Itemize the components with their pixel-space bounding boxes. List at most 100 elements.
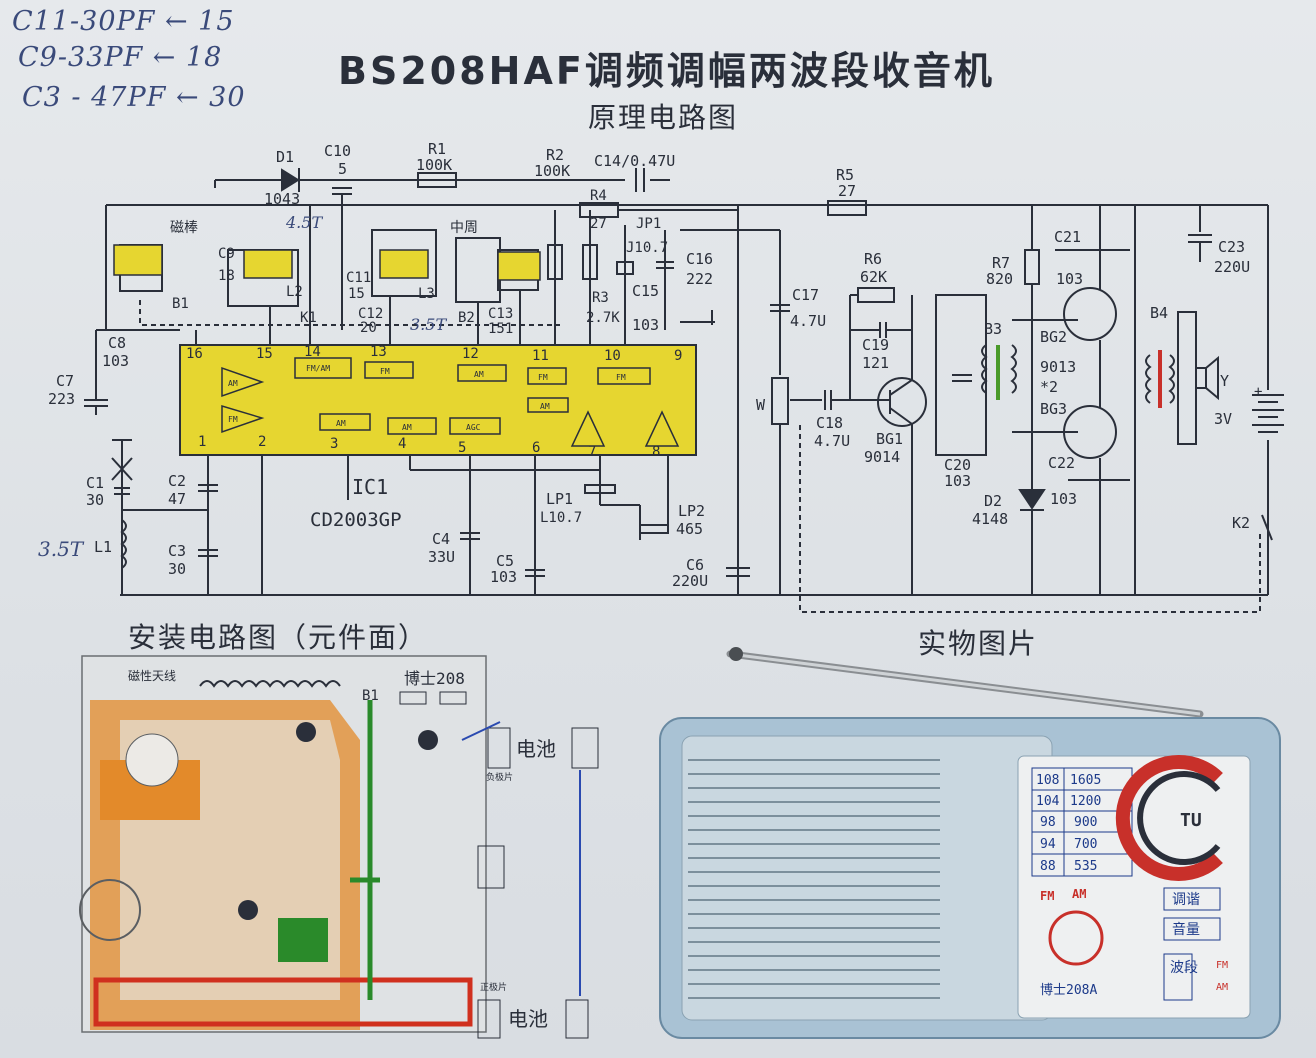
label-c10: C10 (324, 142, 351, 160)
ic-pin: 5 (458, 440, 466, 456)
label-r3-value: 2.7K (586, 310, 620, 326)
tu-logo: TU (1180, 810, 1202, 831)
ic-pin: 4 (398, 436, 406, 452)
label-speaker: Y (1220, 372, 1229, 390)
svg-text:AM: AM (336, 419, 346, 428)
svg-text:AM: AM (228, 379, 238, 388)
label-c9: C9 (218, 246, 235, 262)
label-bg3: BG3 (1040, 400, 1067, 418)
label-r4-value: 27 (590, 216, 607, 232)
label-d1: D1 (276, 148, 294, 166)
svg-text:FM: FM (616, 373, 626, 382)
label-c7-value: 223 (48, 390, 75, 408)
label-c9-value: 18 (218, 268, 235, 284)
svg-text:AM: AM (1216, 982, 1228, 993)
ic-pin: 14 (304, 344, 321, 360)
radio-dial-scale: 108 1605 104 1200 98 900 94 700 88 535 (1031, 767, 1133, 877)
handwritten-note-c9: C9-33PF ← 18 (18, 42, 223, 73)
label-r1-value: 100K (416, 156, 452, 174)
radio-antenna (726, 647, 1204, 718)
label-c12: C12 (358, 306, 383, 322)
ic-pin: 13 (370, 344, 387, 360)
brand-label: 博士208A (1040, 983, 1097, 998)
label-c5: C5 (496, 552, 514, 570)
label-c13-value: 151 (488, 321, 513, 337)
fm-logo: FM (1040, 889, 1054, 903)
label-bg23-count: *2 (1040, 378, 1058, 396)
label-c18-value: 4.7U (814, 432, 850, 450)
label-l1: L1 (94, 538, 112, 556)
label-c14: C14/0.47U (594, 152, 675, 170)
label-c3: C3 (168, 542, 186, 560)
ic-internal-blocks: FM/AM FM AM FM FM AM FM AM AM AGC AM (228, 364, 626, 432)
label-ic1: IC1 (352, 475, 388, 499)
handwritten-l1-turns: 3.5T (38, 537, 85, 561)
label-lp2: LP2 (678, 502, 705, 520)
svg-text:正极片: 正极片 (480, 981, 507, 993)
label-c5-value: 103 (490, 568, 517, 586)
label-c2: C2 (168, 472, 186, 490)
radio-speaker-grille (688, 759, 940, 999)
dial-am-value: 900 (1074, 815, 1097, 830)
svg-text:+: + (1254, 384, 1262, 400)
label-c4: C4 (432, 530, 450, 548)
label-c2-value: 47 (168, 490, 186, 508)
label-battery: 3V (1214, 410, 1232, 428)
label-c11: C11 (346, 270, 371, 286)
label-c3-value: 30 (168, 560, 186, 578)
label-c17-value: 4.7U (790, 312, 826, 330)
svg-text:波段: 波段 (1170, 960, 1198, 976)
label-c6-value: 220U (672, 572, 708, 590)
label-r7-value: 820 (986, 270, 1013, 288)
dial-fm-value: 104 (1036, 794, 1060, 809)
label-c20-value: 103 (944, 472, 971, 490)
label-w: W (756, 396, 766, 414)
label-c7: C7 (56, 372, 74, 390)
svg-text:AGC: AGC (466, 423, 481, 432)
label-d2: D2 (984, 492, 1002, 510)
label-lp2-value: 465 (676, 520, 703, 538)
dial-am-value: 1605 (1070, 773, 1101, 788)
label-b4: B4 (1150, 304, 1168, 322)
handwritten-note-c3: C3 - 47PF ← 30 (22, 82, 246, 113)
ic-pin-numbers: 16 15 14 13 12 11 10 9 1 2 3 4 5 6 7 8 (186, 344, 682, 460)
label-bg1: BG1 (876, 430, 903, 448)
handwritten-note-c11: C11-30PF ← 15 (12, 6, 235, 37)
label-r6-value: 62K (860, 268, 887, 286)
label-r3: R3 (592, 290, 609, 306)
page-subtitle: 原理电路图 (588, 101, 739, 134)
label-c11-value: 15 (348, 286, 365, 302)
ic-pin: 2 (258, 434, 266, 450)
label-c8: C8 (108, 334, 126, 352)
label-k2: K2 (1232, 514, 1250, 532)
label-c22-value: 103 (1050, 490, 1077, 508)
svg-text:FM: FM (1216, 960, 1228, 971)
label-c6: C6 (686, 556, 704, 574)
band-switch (1163, 953, 1193, 1001)
label-jp1: JP1 (636, 216, 661, 232)
svg-text:AM: AM (474, 370, 484, 379)
ic-pin: 12 (462, 346, 479, 362)
svg-text:B1: B1 (362, 688, 379, 704)
label-c16: C16 (686, 250, 713, 268)
label-c1-value: 30 (86, 491, 104, 509)
ic-pin: 10 (604, 348, 621, 364)
ic-pin: 8 (652, 444, 660, 460)
radio-photo: 108 1605 104 1200 98 900 94 700 88 535 T… (659, 717, 1281, 1039)
handwritten-l3-turns: 3.5T (410, 315, 447, 334)
svg-text:FM: FM (538, 373, 548, 382)
label-c10-value: 5 (338, 160, 347, 178)
label-c16-value: 222 (686, 270, 713, 288)
page-title: BS208HAF调频调幅两波段收音机 (338, 49, 995, 93)
svg-text:FM: FM (380, 367, 390, 376)
label-c15: C15 (632, 282, 659, 300)
label-lp1-value: L10.7 (540, 510, 582, 526)
handwritten-b1-turns: 4.5T (285, 213, 323, 232)
label-d1-value: 1043 (264, 190, 300, 208)
label-c20: C20 (944, 456, 971, 474)
label-c23-value: 220U (1214, 258, 1250, 276)
label-r2: R2 (546, 146, 564, 164)
label-c8-value: 103 (102, 352, 129, 370)
svg-text:磁性天线: 磁性天线 (128, 668, 176, 683)
